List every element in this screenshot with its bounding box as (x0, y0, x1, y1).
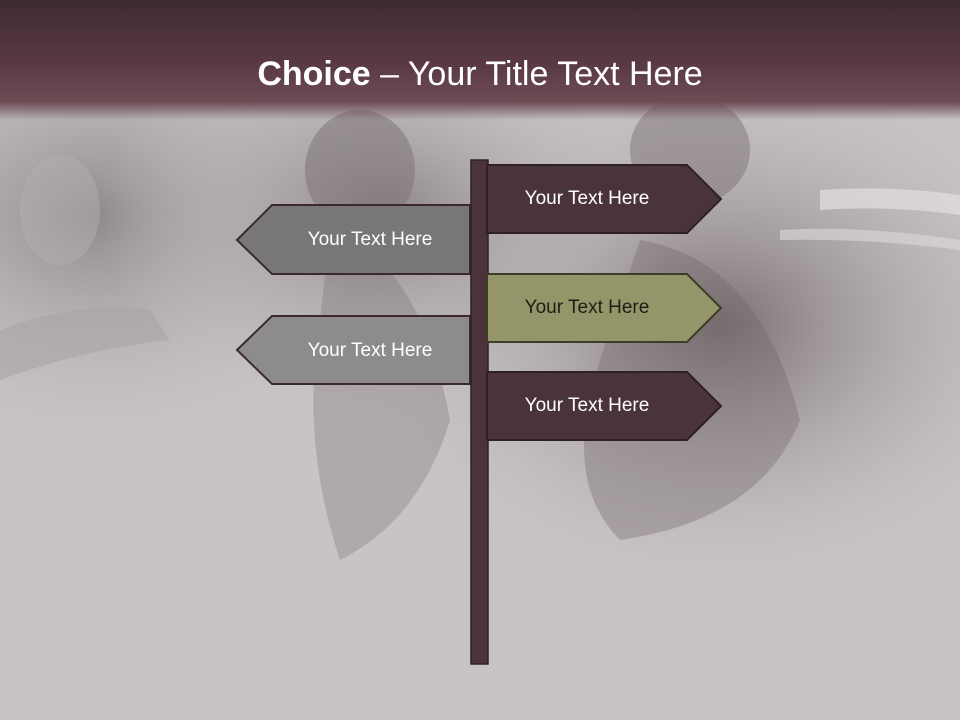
sign-left-2-label[interactable]: Your Text Here (307, 340, 433, 361)
sign-right-1-label[interactable]: Your Text Here (524, 188, 650, 209)
sign-left-1-shape[interactable] (235, 204, 471, 275)
slide-title: Choice – Your Title Text Here (0, 52, 960, 96)
signpost-pole (470, 159, 489, 665)
title-separator: – (370, 55, 408, 93)
sign-left-1-label[interactable]: Your Text Here (307, 229, 433, 250)
sign-right-3-shape[interactable] (486, 371, 723, 441)
sign-right-3-label[interactable]: Your Text Here (524, 395, 650, 416)
title-rest: Your Title Text Here (407, 55, 703, 93)
sign-right-2-shape[interactable] (486, 273, 723, 343)
sign-right-1-shape[interactable] (486, 164, 723, 234)
sign-left-2-shape[interactable] (235, 315, 471, 385)
title-bold: Choice (257, 55, 371, 93)
title-bar (0, 0, 960, 120)
sign-right-2-label[interactable]: Your Text Here (524, 297, 650, 318)
